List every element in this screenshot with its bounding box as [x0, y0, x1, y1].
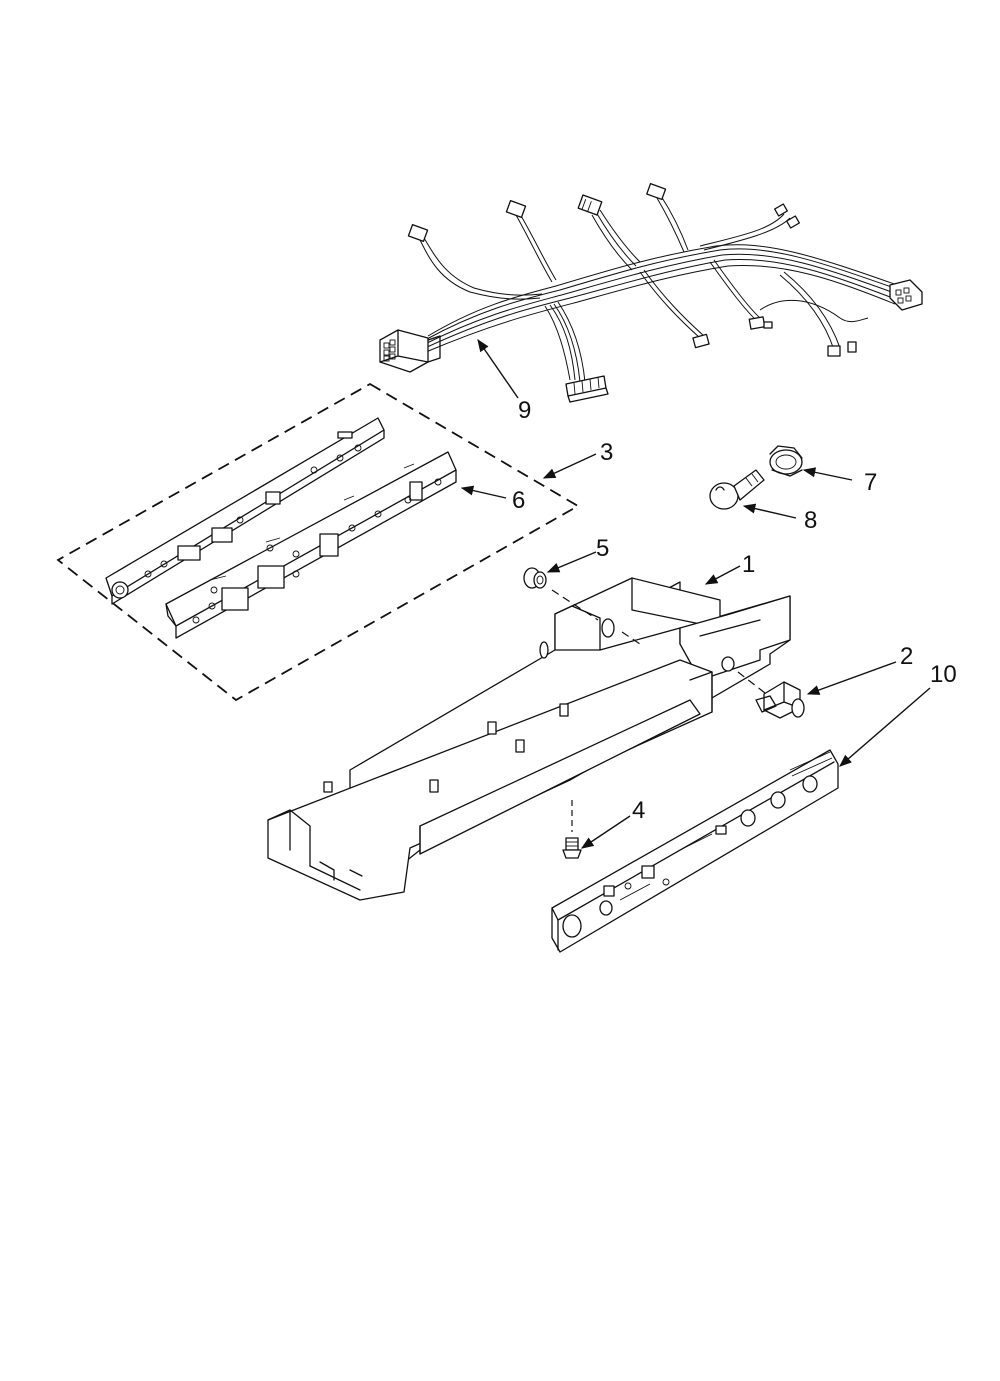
- callout-3: 3: [600, 439, 613, 466]
- callout-4: 4: [632, 797, 645, 824]
- connector-left-top: [407, 223, 429, 243]
- callout-7: 7: [864, 469, 877, 496]
- control-overlay: [551, 749, 839, 953]
- light-bulb: [709, 469, 765, 510]
- wire-harness: [379, 182, 923, 403]
- switch: [755, 681, 805, 719]
- callout-5: 5: [596, 535, 609, 562]
- bottom-connector: [565, 375, 609, 403]
- multi-pin-connector: [379, 329, 441, 373]
- control-board-assembly-outline: [56, 382, 580, 702]
- control-housing: [267, 577, 791, 901]
- grommet: [523, 567, 547, 589]
- callout-2: 2: [900, 643, 913, 670]
- callout-9: 9: [518, 397, 531, 424]
- callout-8: 8: [804, 507, 817, 534]
- control-board-back: [105, 417, 385, 605]
- callout-6: 6: [512, 487, 525, 514]
- callout-10: 10: [930, 661, 957, 688]
- control-board-front: [165, 451, 457, 639]
- lamp-socket: [769, 445, 803, 477]
- screw: [562, 837, 582, 859]
- leader-lines: [460, 338, 931, 849]
- right-connector: [889, 279, 923, 311]
- callout-1: 1: [742, 551, 755, 578]
